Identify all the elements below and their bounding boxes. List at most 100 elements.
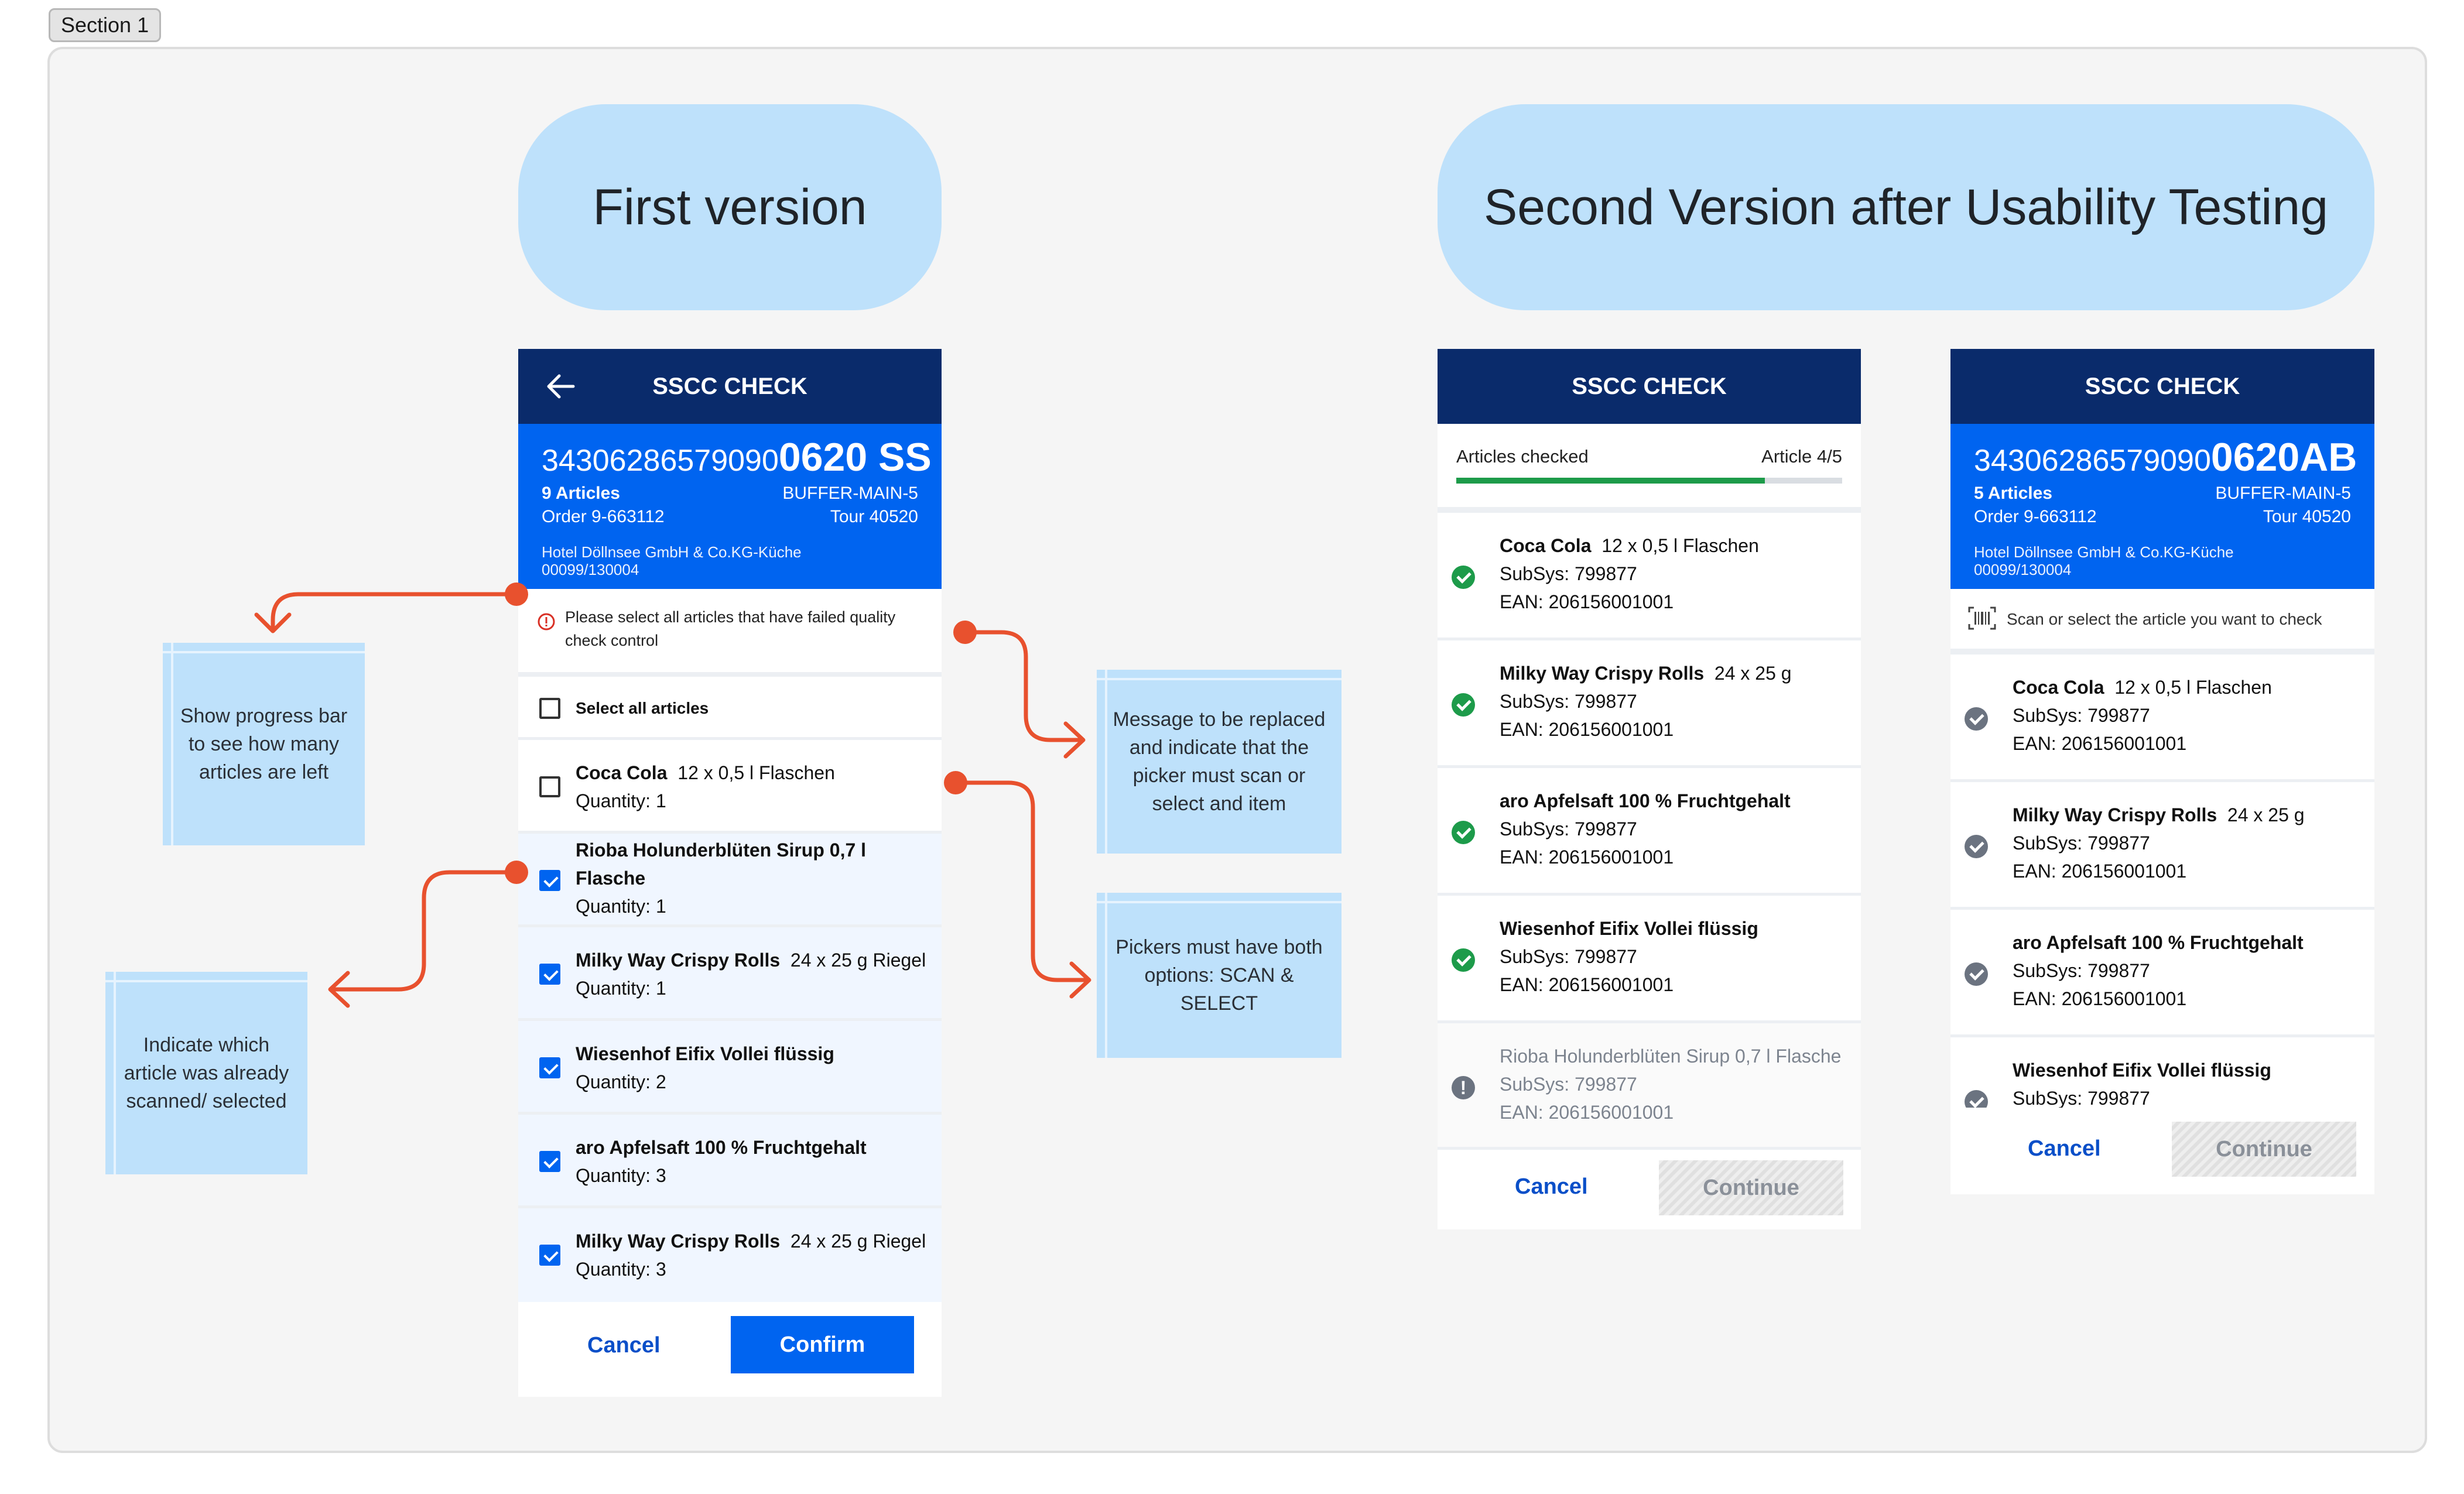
arrowhead (328, 971, 350, 1008)
article-row[interactable]: Wiesenhof Eifix Vollei flüssig SubSys: 7… (1950, 1037, 2374, 1108)
unchecked-status-icon (1965, 707, 1988, 731)
heading-second-version: Second Version after Usability Testing (1438, 104, 2374, 310)
article-subsys: SubSys: 799877 (2013, 1088, 2150, 1108)
article-row[interactable]: aro Apfelsaft 100 % Fruchtgehalt SubSys:… (1438, 768, 1861, 896)
connector-dot (505, 582, 528, 606)
sscc-prefix: 34306286579090 (542, 444, 779, 478)
article-name: Milky Way Crispy Rolls (576, 1231, 781, 1252)
screen-title: SSCC CHECK (2085, 373, 2240, 399)
article-row[interactable]: Wiesenhof Eifix Vollei flüssig Quantity:… (518, 1021, 942, 1115)
article-pack: 12 x 0,5 l Flaschen (1601, 535, 1759, 556)
sscc-number: 343062865790900620AB (1974, 434, 2357, 480)
select-all-checkbox[interactable] (539, 698, 560, 719)
checked-status-icon (1452, 566, 1475, 589)
article-quantity: Quantity: 1 (576, 978, 666, 999)
app-bar: SSCC CHECK (518, 349, 942, 424)
article-quantity: Quantity: 1 (576, 790, 666, 811)
continue-button[interactable]: Continue (2172, 1122, 2356, 1177)
sticky-note-options: Pickers must have both options: SCAN & S… (1097, 893, 1341, 1058)
article-quantity: Quantity: 3 (576, 1259, 666, 1280)
article-row[interactable]: aro Apfelsaft 100 % Fruchtgehalt Quantit… (518, 1115, 942, 1208)
cancel-button[interactable]: Cancel (2028, 1136, 2101, 1161)
progress-bar-fill (1456, 478, 1765, 484)
article-ean: EAN: 206156001001 (2013, 733, 2187, 754)
continue-button[interactable]: Continue (1659, 1160, 1843, 1215)
article-checkbox[interactable] (539, 1245, 560, 1266)
arrowhead (1069, 961, 1091, 999)
article-name: Milky Way Crispy Rolls (1500, 663, 1705, 684)
article-name: Wiesenhof Eifix Vollei flüssig (1500, 918, 1758, 939)
article-checkbox[interactable] (539, 1151, 560, 1172)
article-pack: 24 x 25 g (2227, 804, 2305, 825)
buffer-location: BUFFER-MAIN-5 (2215, 484, 2351, 503)
article-subsys: SubSys: 799877 (1500, 1074, 1637, 1095)
article-row[interactable]: Rioba Holunderblüten Sirup 0,7 l Flasche… (1438, 1023, 1861, 1150)
screen-first-version: SSCC CHECK 343062865790900620 SS 9 Artic… (518, 349, 942, 1397)
article-row[interactable]: aro Apfelsaft 100 % Fruchtgehalt SubSys:… (1950, 910, 2374, 1037)
select-all-row[interactable]: Select all articles (518, 677, 942, 740)
article-row[interactable]: Wiesenhof Eifix Vollei flüssig SubSys: 7… (1438, 896, 1861, 1023)
info-message-text: Please select all articles that have fai… (565, 608, 896, 649)
connector-to-message-note (963, 630, 1084, 742)
article-ean: EAN: 206156001001 (2013, 861, 2187, 882)
app-bar: SSCC CHECK (1950, 349, 2374, 424)
sscc-panel: 343062865790900620AB 5 Articles BUFFER-M… (1950, 424, 2374, 589)
article-name: Rioba Holunderblüten Sirup 0,7 l Flasche (576, 839, 867, 889)
article-name: Coca Cola (1500, 535, 1592, 556)
customer-name: Hotel Döllnsee GmbH & Co.KG-Küche (1974, 543, 2234, 561)
article-checkbox[interactable] (539, 776, 560, 797)
connector-dot (505, 861, 528, 884)
section-label: Section 1 (49, 8, 162, 42)
article-name: Wiesenhof Eifix Vollei flüssig (2013, 1060, 2271, 1081)
cancel-button[interactable]: Cancel (1515, 1174, 1588, 1199)
article-name: aro Apfelsaft 100 % Fruchtgehalt (1500, 790, 1791, 811)
article-name: Coca Cola (2013, 677, 2104, 698)
order-number: Order 9-663112 (542, 507, 665, 526)
heading-first-version: First version (518, 104, 942, 310)
article-subsys: SubSys: 799877 (1500, 563, 1637, 584)
customer-id: 00099/130004 (542, 561, 639, 578)
article-checkbox[interactable] (539, 1057, 560, 1078)
article-name: Rioba Holunderblüten Sirup 0,7 l Flasche (1500, 1046, 1842, 1067)
article-row[interactable]: Milky Way Crispy Rolls 24 x 25 g SubSys:… (1438, 640, 1861, 768)
unchecked-status-icon (1965, 835, 1988, 858)
article-ean: EAN: 206156001001 (2013, 988, 2187, 1009)
customer-id: 00099/130004 (1974, 561, 2072, 578)
sscc-prefix: 34306286579090 (1974, 444, 2211, 478)
article-row[interactable]: Milky Way Crispy Rolls 24 x 25 g Riegel … (518, 1208, 942, 1302)
connector-dot (944, 771, 967, 794)
sticky-note-progress: Show progress bar to see how many articl… (163, 643, 365, 845)
cancel-button[interactable]: Cancel (587, 1333, 661, 1358)
article-name: Milky Way Crispy Rolls (2013, 804, 2217, 825)
article-row[interactable]: Rioba Holunderblüten Sirup 0,7 l Flasche… (518, 834, 942, 927)
screen-second-version-progress: SSCC CHECK Articles checked Article 4/5 … (1438, 349, 1861, 1229)
tour-number: Tour 40520 (830, 507, 918, 526)
article-checkbox[interactable] (539, 870, 560, 891)
connector-to-scanned-note (328, 870, 519, 992)
article-row[interactable]: Milky Way Crispy Rolls 24 x 25 g Riegel … (518, 927, 942, 1021)
article-subsys: SubSys: 799877 (1500, 946, 1637, 967)
article-quantity: Quantity: 2 (576, 1071, 666, 1092)
article-row[interactable]: Milky Way Crispy Rolls 24 x 25 g SubSys:… (1950, 782, 2374, 910)
unchecked-status-icon (1965, 962, 1988, 986)
article-subsys: SubSys: 799877 (2013, 832, 2150, 854)
sscc-suffix: 0620AB (2210, 435, 2357, 479)
sticky-note-scanned: Indicate which article was already scann… (105, 972, 307, 1174)
article-row[interactable]: Coca Cola 12 x 0,5 l Flaschen Quantity: … (518, 740, 942, 834)
connector-to-progress-note (271, 592, 519, 632)
article-checkbox[interactable] (539, 964, 560, 985)
back-arrow-icon[interactable] (544, 370, 577, 403)
connector-to-options-note (953, 780, 1090, 982)
article-row[interactable]: Coca Cola 12 x 0,5 l Flaschen SubSys: 79… (1438, 513, 1861, 640)
info-message: Please select all articles that have fai… (518, 589, 942, 677)
confirm-button[interactable]: Confirm (731, 1316, 914, 1373)
arrowhead (1063, 721, 1086, 759)
article-pack: 12 x 0,5 l Flaschen (2114, 677, 2272, 698)
article-name: Milky Way Crispy Rolls (576, 950, 781, 971)
pending-status-icon (1452, 1076, 1475, 1099)
article-row[interactable]: Coca Cola 12 x 0,5 l Flaschen SubSys: 79… (1950, 655, 2374, 782)
article-subsys: SubSys: 799877 (1500, 691, 1637, 712)
article-pack: 12 x 0,5 l Flaschen (677, 762, 835, 783)
article-quantity: Quantity: 3 (576, 1165, 666, 1186)
